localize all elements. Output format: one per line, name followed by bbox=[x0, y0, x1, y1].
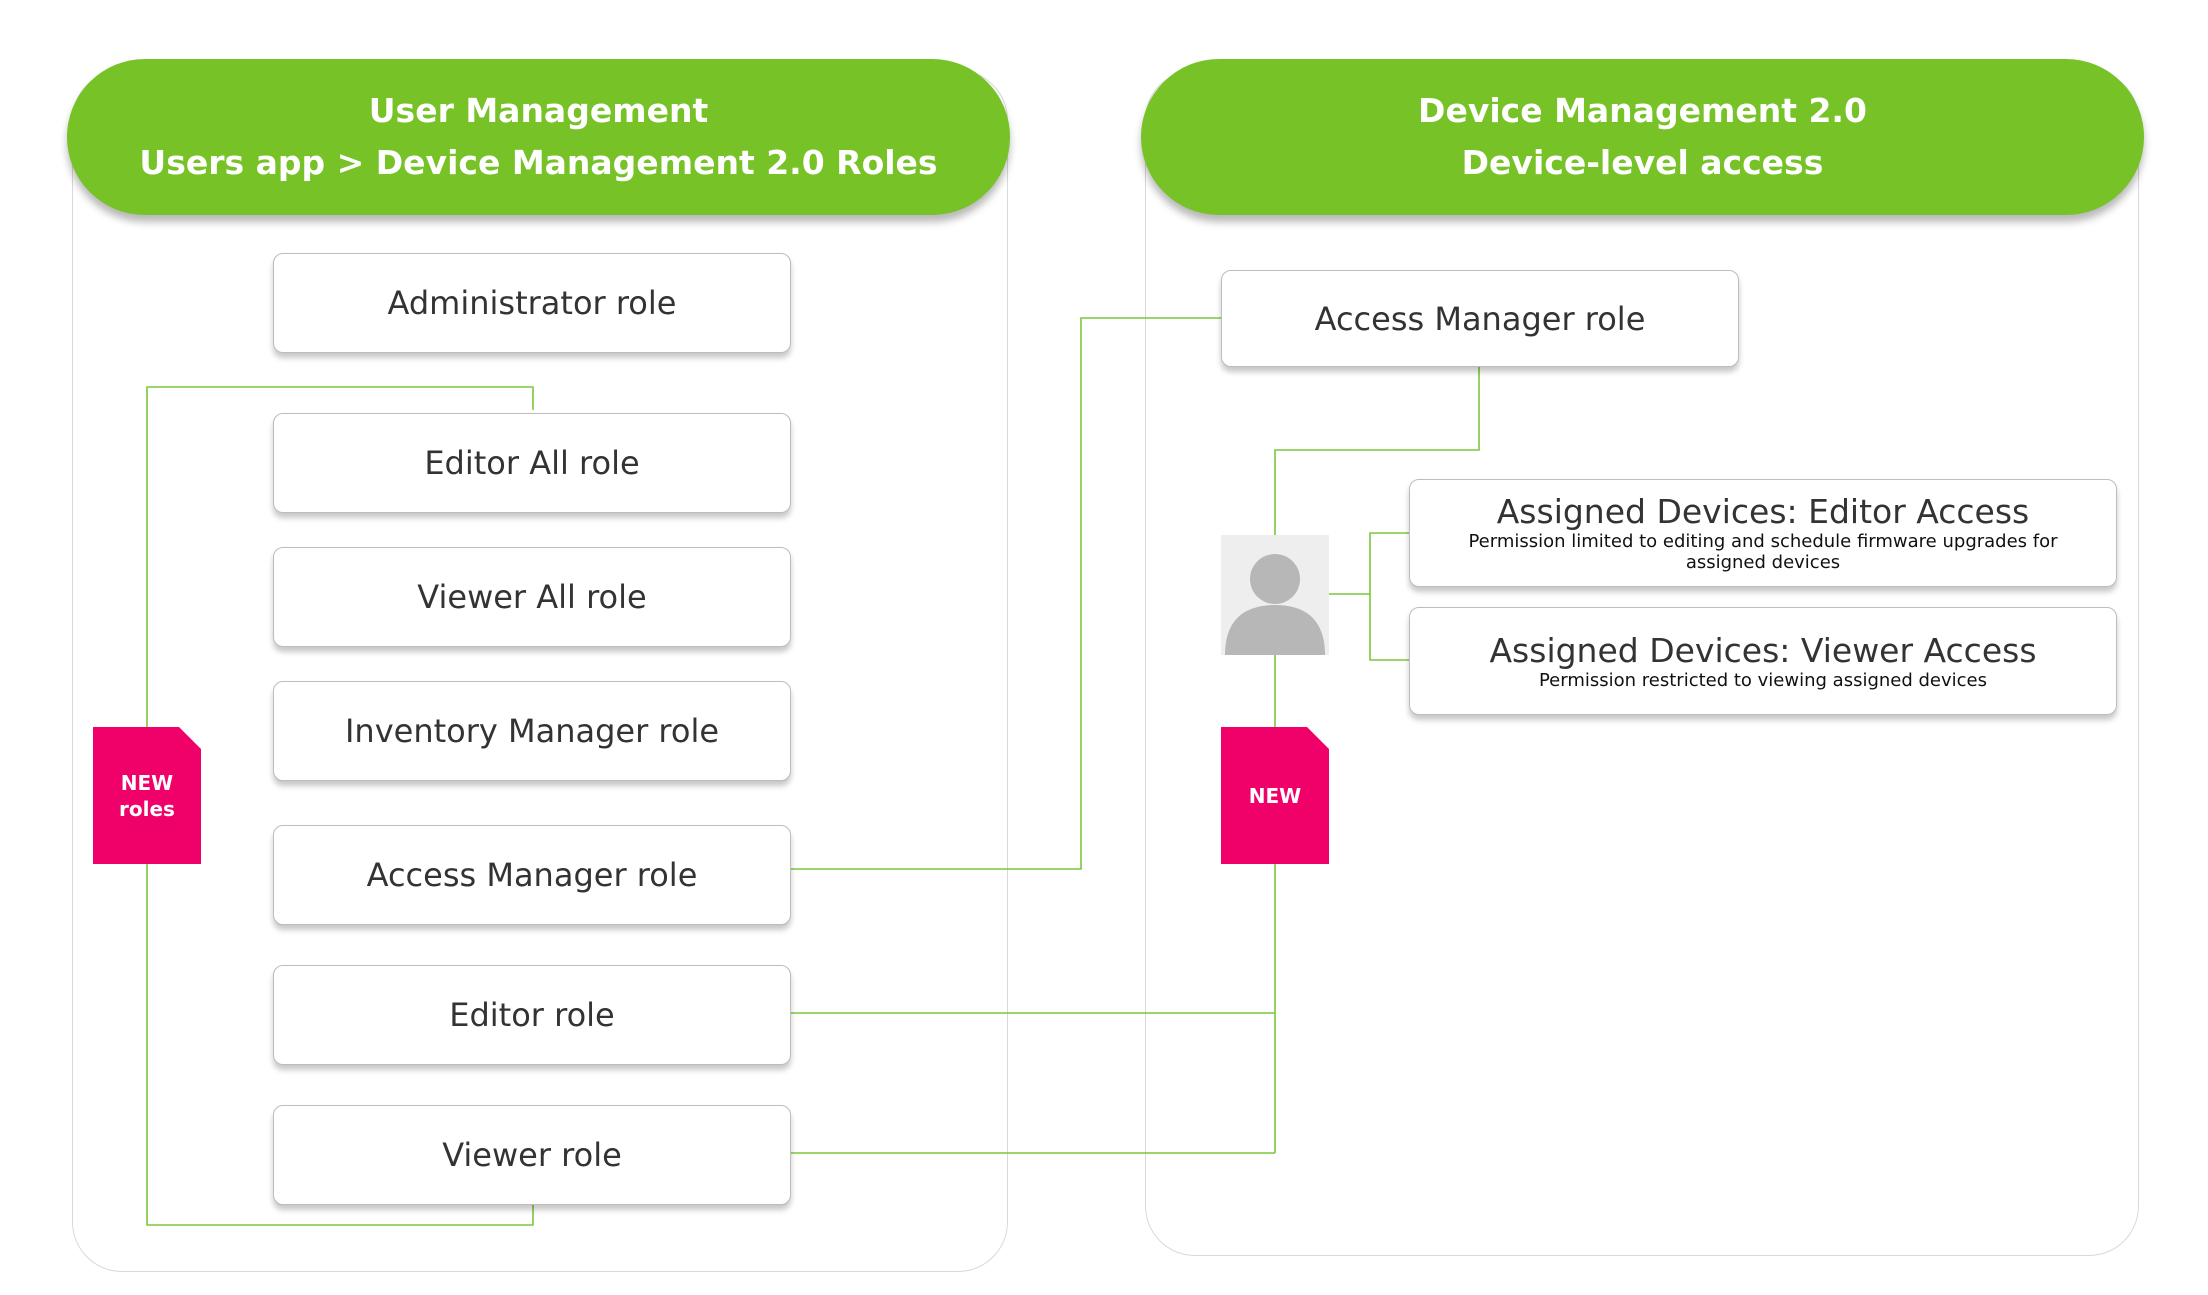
access-manager-role-box[interactable]: Access Manager role bbox=[273, 825, 791, 925]
new-roles-bracket-top bbox=[146, 386, 534, 727]
access-bracket bbox=[1369, 532, 1410, 661]
device-management-header: Device Management 2.0 Device-level acces… bbox=[1141, 59, 2144, 215]
badge-label: NEW bbox=[1248, 783, 1302, 808]
administrator-role-box[interactable]: Administrator role bbox=[273, 253, 791, 353]
header-subtitle: Device-level access bbox=[1461, 143, 1824, 182]
editor-access-box[interactable]: Assigned Devices: Editor Access Permissi… bbox=[1409, 479, 2117, 587]
editor-all-role-box[interactable]: Editor All role bbox=[273, 413, 791, 513]
header-title: Device Management 2.0 bbox=[1418, 91, 1867, 130]
viewer-all-role-box[interactable]: Viewer All role bbox=[273, 547, 791, 647]
editor-role-box[interactable]: Editor role bbox=[273, 965, 791, 1065]
editor-access-title: Assigned Devices: Editor Access bbox=[1496, 492, 2030, 531]
access-manager-link bbox=[791, 317, 1221, 870]
new-roles-badge: NEW roles bbox=[93, 727, 201, 864]
header-title: User Management bbox=[368, 91, 709, 130]
header-subtitle: Users app > Device Management 2.0 Roles bbox=[139, 143, 938, 182]
viewer-access-title: Assigned Devices: Viewer Access bbox=[1489, 630, 2037, 670]
viewer-access-box[interactable]: Assigned Devices: Viewer Access Permissi… bbox=[1409, 607, 2117, 715]
viewer-access-description: Permission restricted to viewing assigne… bbox=[1538, 669, 1988, 691]
access-manager-role-right-box[interactable]: Access Manager role bbox=[1221, 270, 1739, 367]
editor-access-description: Permission limited to editing and schedu… bbox=[1468, 531, 2058, 573]
badge-line-new: NEW bbox=[120, 770, 174, 795]
user-avatar-icon bbox=[1221, 535, 1329, 655]
access-manager-to-user bbox=[1274, 367, 1480, 535]
badge-line-roles: roles bbox=[119, 796, 175, 821]
viewer-role-box[interactable]: Viewer role bbox=[273, 1105, 791, 1205]
new-badge: NEW bbox=[1221, 727, 1329, 864]
inventory-manager-role-box[interactable]: Inventory Manager role bbox=[273, 681, 791, 781]
new-roles-bracket-bottom bbox=[146, 864, 534, 1226]
user-management-header: User Management Users app > Device Manag… bbox=[67, 59, 1010, 215]
